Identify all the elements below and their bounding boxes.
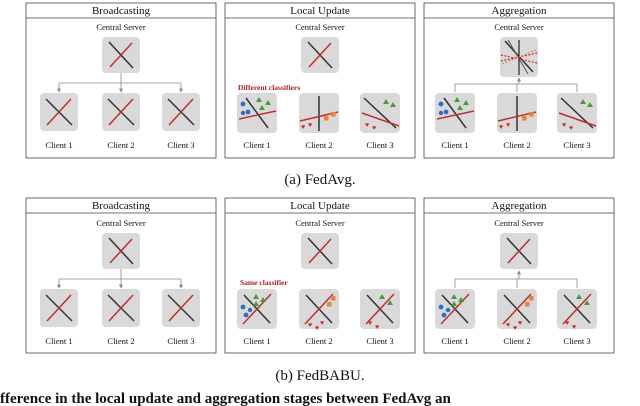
client-box-3: ♥ ♥ [557, 93, 597, 133]
client-label-1: Client 1 [243, 336, 270, 346]
client-label-3: Client 3 [167, 336, 194, 346]
client-label-3: Client 3 [563, 336, 590, 346]
panel-broadcasting-a: Broadcasting Central Server [25, 2, 217, 159]
connector-arrows [57, 269, 183, 289]
svg-text:♥: ♥ [499, 123, 503, 131]
client-box-2: ♥ ♥ [497, 93, 537, 133]
client-box-3 [162, 289, 200, 327]
svg-text:♥: ♥ [301, 123, 305, 131]
svg-text:♥: ♥ [572, 323, 576, 331]
panel-aggregation-b: Aggregation Central Server [423, 197, 615, 354]
client-box-2: ♥ ♥ ♥ [497, 289, 537, 332]
client-box-2: ♥ ♥ ♥ [299, 289, 339, 332]
svg-text:♥: ♥ [308, 121, 312, 129]
panel-broadcasting-b: Broadcasting Central Server [25, 197, 217, 354]
svg-text:♥: ♥ [308, 321, 312, 329]
panel-title: Broadcasting [92, 200, 151, 212]
client-label-1: Client 1 [441, 336, 468, 346]
client-label-2: Client 2 [107, 140, 134, 150]
client-label-2: Client 2 [305, 140, 332, 150]
client-box-3: ♥ ♥ [360, 93, 400, 133]
client-box-3: ♥ ♥ [557, 289, 597, 331]
connector-arrows [57, 73, 183, 93]
server-box [301, 233, 339, 269]
server-box [102, 37, 140, 73]
svg-text:♥: ♥ [506, 321, 510, 329]
svg-text:♥: ♥ [562, 121, 566, 129]
server-label: Central Server [295, 22, 344, 32]
client-label-2: Client 2 [503, 336, 530, 346]
svg-text:♥: ♥ [368, 319, 372, 327]
figure-b: Broadcasting Central Server [25, 197, 615, 384]
client-box-1 [237, 289, 277, 329]
svg-text:♥: ♥ [375, 323, 379, 331]
client-box-3: ♥ ♥ [360, 289, 400, 331]
server-box [102, 233, 140, 269]
client-box-3 [162, 93, 200, 131]
server-label: Central Server [96, 218, 145, 228]
svg-text:♥: ♥ [506, 121, 510, 129]
server-box-aggregated [500, 37, 538, 77]
client-box-1 [40, 289, 78, 327]
client-box-1 [435, 289, 475, 329]
panel-title: Local Update [290, 5, 350, 17]
client-label-1: Client 1 [243, 140, 270, 150]
svg-text:♥: ♥ [320, 319, 324, 327]
client-label-3: Client 3 [366, 336, 393, 346]
svg-text:♥: ♥ [513, 324, 517, 332]
client-box-1 [237, 93, 277, 133]
server-box [301, 37, 339, 73]
client-label-2: Client 2 [305, 336, 332, 346]
svg-text:♥: ♥ [569, 124, 573, 132]
client-label-1: Client 1 [45, 140, 72, 150]
client-label-3: Client 3 [563, 140, 590, 150]
svg-text:♥: ♥ [518, 319, 522, 327]
server-box [500, 233, 538, 269]
client-box-1 [40, 93, 78, 131]
svg-text:♥: ♥ [315, 324, 319, 332]
client-label-1: Client 1 [45, 336, 72, 346]
svg-text:♥: ♥ [372, 124, 376, 132]
client-box-2 [102, 93, 140, 131]
client-box-1 [435, 93, 475, 133]
caption-b: (b) FedBABU. [275, 368, 364, 384]
client-box-2 [102, 289, 140, 327]
client-label-2: Client 2 [503, 140, 530, 150]
client-label-3: Client 3 [167, 140, 194, 150]
panel-aggregation-a: Aggregation Central Server [423, 2, 615, 159]
server-label: Central Server [96, 22, 145, 32]
panel-title: Broadcasting [92, 5, 151, 17]
server-label: Central Server [494, 22, 543, 32]
annotation-same-classifier: Same classifier [240, 278, 288, 287]
server-label: Central Server [295, 218, 344, 228]
svg-text:♥: ♥ [365, 121, 369, 129]
client-label-3: Client 3 [366, 140, 393, 150]
figure-caption-fragment: fference in the local update and aggrega… [0, 391, 451, 406]
annotation-different-classifiers: Different classifiers [238, 83, 300, 92]
panel-title: Aggregation [492, 200, 547, 212]
client-box-2: ♥ ♥ [299, 93, 339, 133]
client-label-1: Client 1 [441, 140, 468, 150]
panel-local-update-a: Local Update Central Server Different cl… [224, 2, 416, 159]
connector-arrows [454, 77, 578, 92]
svg-text:♥: ♥ [565, 319, 569, 327]
panel-local-update-b: Local Update Central Server Same classif… [224, 197, 416, 354]
connector-arrows [454, 270, 578, 288]
server-label: Central Server [494, 218, 543, 228]
caption-a: (a) FedAvg. [284, 172, 355, 188]
panel-title: Local Update [290, 200, 350, 212]
panel-title: Aggregation [492, 5, 547, 17]
figure-a: Broadcasting Central Server [25, 2, 615, 188]
client-label-2: Client 2 [107, 336, 134, 346]
